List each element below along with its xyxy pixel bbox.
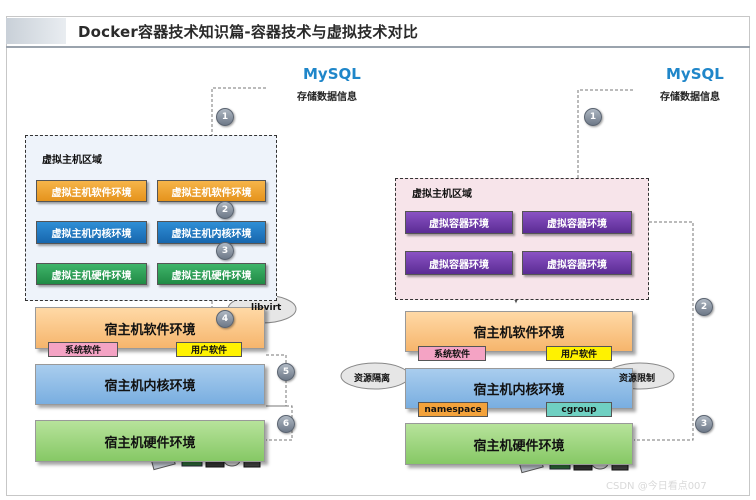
left-step-4-badge: 4 — [216, 310, 234, 328]
right-zone-label: 虚拟主机区域 — [412, 189, 472, 200]
right-container-1: 虚拟容器环境 — [405, 211, 513, 234]
left-vm2-hardware: 虚拟主机硬件环境 — [157, 263, 266, 285]
right-mysql-label: MySQL — [666, 65, 724, 83]
left-host-kernel: 宿主机内核环境 — [35, 364, 265, 405]
right-host-software: 宿主机软件环境 — [405, 311, 633, 352]
title-decoration — [6, 18, 66, 44]
right-tag-cgroup: cgroup — [546, 402, 612, 417]
left-host-hardware: 宿主机硬件环境 — [35, 420, 265, 462]
left-step-5-badge: 5 — [277, 363, 295, 381]
right-cloud-isolation-label: 资源隔离 — [354, 374, 391, 384]
left-vm1-kernel: 虚拟主机内核环境 — [36, 221, 147, 244]
right-flow-line-side — [634, 221, 694, 441]
right-container-4: 虚拟容器环境 — [522, 251, 632, 275]
right-host-hardware: 宿主机硬件环境 — [405, 423, 633, 465]
left-vm1-hardware: 虚拟主机硬件环境 — [36, 263, 147, 285]
panel-frame — [6, 16, 750, 496]
page-title: Docker容器技术知识篇-容器技术与虚拟技术对比 — [78, 23, 419, 41]
left-zone-label: 虚拟主机区域 — [42, 155, 102, 166]
left-cloud-libvirt-label: libvirt — [251, 303, 282, 313]
right-step-3-badge: 3 — [695, 415, 713, 433]
left-mysql-label: MySQL — [303, 65, 361, 83]
title-underline — [6, 46, 750, 48]
right-mysql-sub: 存储数据信息 — [660, 92, 720, 103]
left-vm2-software: 虚拟主机软件环境 — [157, 180, 266, 202]
right-step-2-badge: 2 — [695, 298, 713, 316]
right-tag-system-software: 系统软件 — [418, 346, 486, 361]
right-vm-zone — [395, 178, 649, 300]
left-mysql-sub: 存储数据信息 — [297, 92, 357, 103]
right-cloud-limit-label: 资源限制 — [619, 374, 656, 384]
left-step-3-badge: 3 — [216, 242, 234, 260]
right-container-3: 虚拟容器环境 — [405, 251, 513, 275]
left-step-1-badge: 1 — [216, 108, 234, 126]
right-flow-line-top — [577, 89, 633, 214]
right-container-2: 虚拟容器环境 — [522, 211, 632, 234]
left-vm1-software: 虚拟主机软件环境 — [36, 180, 147, 202]
right-step-1-badge: 1 — [584, 108, 602, 126]
right-tag-namespace: namespace — [418, 402, 488, 417]
left-tag-user-software: 用户软件 — [176, 342, 242, 357]
left-step-6-badge: 6 — [277, 415, 295, 433]
watermark: CSDN @今日看点007 — [606, 481, 707, 492]
left-tag-system-software: 系统软件 — [48, 342, 118, 357]
left-step-2-badge: 2 — [216, 201, 234, 219]
right-tag-user-software: 用户软件 — [546, 346, 612, 361]
left-vm2-kernel: 虚拟主机内核环境 — [157, 221, 266, 244]
